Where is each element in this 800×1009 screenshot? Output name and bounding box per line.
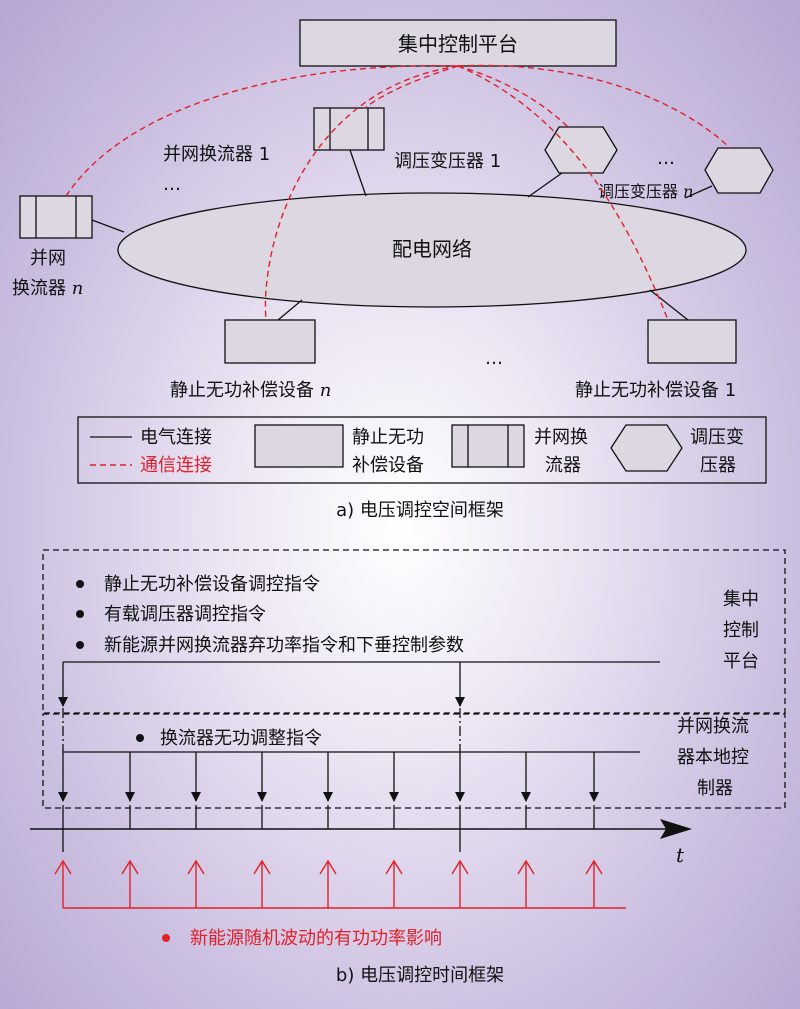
svc-1-label: 静止无功补偿设备 1 [575, 380, 736, 401]
platform-side-label-1: 集中 [723, 589, 759, 610]
grid-label: 配电网络 [392, 237, 472, 261]
platform-bullet-3: 新能源并网换流器弃功率指令和下垂控制参数 [104, 635, 464, 656]
svc-n [224, 319, 316, 364]
legend-converter-label-1: 并网换 [534, 427, 588, 448]
local-side-label-1: 并网换流 [677, 716, 749, 737]
bullet-dot [76, 580, 84, 588]
electrical-line [91, 219, 125, 233]
electrical-line [527, 172, 563, 198]
legend-communication-label: 通信连接 [140, 455, 212, 476]
electrical-line [277, 299, 303, 321]
electrical-line [649, 289, 689, 321]
legend-box [77, 416, 767, 484]
time-axis-arrowhead [660, 819, 692, 839]
time-axis-label: t [676, 843, 685, 867]
converter-1 [313, 107, 385, 151]
platform-bullet-1: 静止无功补偿设备调控指令 [104, 574, 320, 595]
electrical-line [349, 149, 367, 197]
local-side-label-2: 器本地控 [677, 747, 749, 768]
local-arrows [58, 752, 599, 802]
legend-regulator-swatch [610, 424, 683, 472]
comm-line-converter-n [65, 65, 459, 197]
caption-a: a) 电压调控空间框架 [336, 500, 504, 521]
platform-dashed-box [42, 549, 786, 714]
local-controller-dashed-box [42, 713, 786, 809]
legend-converter-label-2: 流器 [545, 455, 581, 476]
legend-regulator-label-1: 调压变 [690, 427, 744, 448]
comm-line-regulator-1 [457, 65, 569, 128]
platform-side-label-3: 平台 [723, 651, 759, 672]
legend-svc-swatch [254, 424, 344, 468]
fluctuation-label: 新能源随机波动的有功功率影响 [190, 928, 442, 949]
legend-electrical-label: 电气连接 [140, 427, 212, 448]
legend-regulator-label-2: 压器 [700, 455, 736, 476]
dots-bottom: … [485, 348, 503, 369]
platform-bullet-2: 有载调压器调控指令 [104, 604, 266, 625]
red-bullet-dot [162, 934, 170, 942]
distribution-grid [117, 192, 747, 308]
local-side-label-3: 制器 [697, 778, 733, 799]
legend-svc-label-2: 补偿设备 [352, 455, 424, 476]
converter-n-label-2: 换流器 n [12, 278, 83, 299]
bullet-dot [136, 734, 144, 742]
regulator-n-label: 调压变压器 n [598, 182, 693, 201]
caption-b: b) 电压调控时间框架 [336, 965, 504, 986]
platform-side-label-2: 控制 [723, 620, 759, 641]
platform-label: 集中控制平台 [398, 32, 518, 56]
converter-n-label-1: 并网 [30, 248, 66, 269]
regulator-1 [544, 126, 618, 174]
comm-line-regulator-n [457, 64, 731, 149]
comm-line-converter-1 [364, 65, 459, 109]
random-fluctuation-arrows [54, 859, 626, 909]
electrical-line [684, 185, 713, 199]
comm-line-svc-1 [457, 65, 669, 321]
bullet-dot [76, 641, 84, 649]
regulator-n [704, 147, 774, 194]
platform-box [299, 19, 617, 67]
converter-n [19, 195, 93, 239]
converter-1-label: 并网换流器 1 [163, 144, 270, 165]
communication-lines [65, 64, 731, 321]
svc-1 [647, 319, 737, 364]
svc-n-label: 静止无功补偿设备 n [170, 380, 331, 401]
legend-svc-label-1: 静止无功 [352, 427, 424, 448]
dots-right: … [657, 148, 675, 169]
legend-converter-swatch [451, 424, 525, 468]
dots-left: … [163, 174, 181, 195]
time-ticks [62, 805, 595, 852]
local-bullet: 换流器无功调整指令 [160, 728, 322, 749]
regulator-1-label: 调压变压器 1 [394, 151, 501, 172]
bullet-dot [76, 610, 84, 618]
